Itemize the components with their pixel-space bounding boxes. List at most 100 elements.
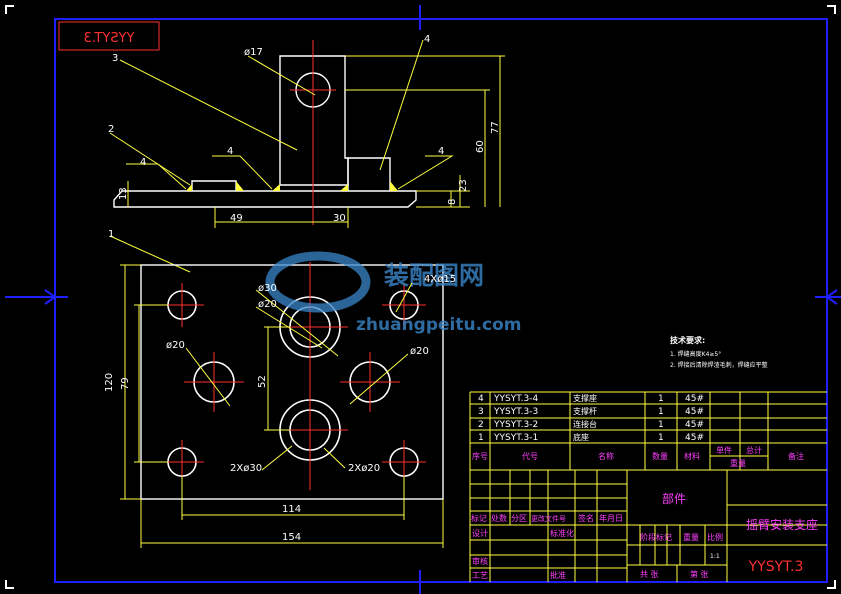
tb-mark-1: 处数 (491, 513, 507, 523)
dim-d20: ø20 (258, 299, 277, 310)
title-block-grid (469, 391, 827, 582)
watermark: 装配图网 zhuangpeitu.com (265, 251, 522, 335)
hdr-unit: 单件 (716, 445, 732, 455)
hdr-note: 备注 (788, 451, 804, 461)
parts-row: 2 YYSYT.3-2 连接台 1 45# (478, 419, 704, 430)
tb-drawing-name: 摇臂安装支座 (746, 517, 818, 532)
dim-154: 154 (282, 532, 301, 543)
tb-approve: 批准 (550, 570, 566, 580)
part-no: 1 (478, 433, 484, 443)
weld-4b: 4 (227, 146, 233, 157)
hdr-no: 序号 (472, 451, 488, 461)
tb-drawing-no: YYSYT.3 (748, 559, 804, 575)
part-qty: 1 (658, 420, 664, 430)
dim-77: 77 (490, 121, 501, 134)
tech-line1: 1. 焊缝高度K4≥5° (670, 350, 721, 358)
dim-2x30: 2Xø30 (230, 463, 262, 474)
tb-standard: 标准化 (550, 528, 574, 538)
tb-mark-3: 更改文件号 (531, 514, 566, 523)
hdr-code: 代号 (522, 451, 538, 461)
tech-requirements: 技术要求: 1. 焊缝高度K4≥5° 2. 焊接后清除焊渣毛刺，焊缝应平整 (670, 335, 768, 369)
parts-row: 4 YYSYT.3-4 支撑座 1 45# (478, 393, 704, 404)
tech-title: 技术要求: (670, 335, 705, 345)
front-centerlines (290, 40, 336, 225)
part-qty: 1 (658, 433, 664, 443)
weld-marks (186, 181, 398, 191)
dim-49: 49 (230, 213, 243, 224)
part-code: YYSYT.3-1 (493, 433, 538, 443)
base-plate (140, 264, 444, 500)
tb-mark-2: 分区 (511, 514, 527, 523)
dim-23: 23 (458, 179, 469, 192)
dim-4x15: 4Xø15 (424, 274, 456, 285)
front-view (113, 55, 417, 208)
front-labels: 3 2 4 1 ø17 49 30 4 4 4 (108, 34, 444, 240)
top-centerlines (160, 262, 426, 490)
parts-list: 4 YYSYT.3-4 支撑座 1 45# 3 YYSYT.3-3 支撑杆 1 … (478, 393, 704, 443)
part-mat: 45# (685, 407, 704, 417)
watermark-cn: 装配图网 (384, 261, 484, 290)
part-qty: 1 (658, 407, 664, 417)
hdr-mat: 材料 (684, 451, 700, 461)
part-mat: 45# (685, 420, 704, 430)
balloon-3: 3 (112, 53, 118, 64)
parts-row: 3 YYSYT.3-3 支撑杆 1 45# (478, 406, 704, 417)
dim-2x20: 2Xø20 (348, 463, 380, 474)
part-code: YYSYT.3-2 (493, 420, 538, 430)
part-name: 底座 (573, 432, 589, 442)
balloon-4: 4 (424, 34, 430, 45)
part-no: 4 (478, 394, 484, 404)
part-no: 2 (478, 420, 484, 430)
part-qty: 1 (658, 394, 664, 404)
dim-114: 114 (282, 504, 301, 515)
mirrored-stamp: YYSYT.3 (84, 31, 136, 46)
top-dim-lines (120, 264, 444, 548)
part-code: YYSYT.3-4 (493, 394, 538, 404)
parts-row: 1 YYSYT.3-1 底座 1 45# (478, 432, 704, 443)
weld-4c: 4 (438, 146, 444, 157)
dim-60: 60 (475, 140, 486, 153)
tb-total-sheets: 共 张 (640, 570, 659, 579)
part-mat: 45# (685, 394, 704, 404)
tb-check: 审核 (472, 556, 488, 566)
parts-header: 序号 代号 名称 数量 材料 单件 总计 重量 备注 (472, 445, 804, 468)
leaders (109, 39, 505, 273)
front-vertical-dims: 77 60 23 8 13 (118, 121, 501, 205)
centering-marks (5, 5, 841, 594)
part-name: 支撑座 (573, 393, 597, 403)
tb-assembly: 部件 (662, 491, 686, 506)
dim-d20-right: ø20 (410, 346, 429, 357)
drawing-border (54, 18, 828, 583)
tb-mark-0: 标记 (471, 513, 487, 523)
hdr-weight: 重量 (730, 458, 746, 468)
part-mat: 45# (685, 433, 704, 443)
part-no: 3 (478, 407, 484, 417)
balloon-1: 1 (108, 229, 114, 240)
tb-mark-4: 签名 (578, 513, 594, 523)
hdr-qty: 数量 (652, 451, 668, 461)
dim-120: 120 (104, 373, 115, 392)
part-name: 连接台 (573, 419, 597, 429)
part-name: 支撑杆 (573, 406, 597, 416)
dim-d17: ø17 (244, 47, 263, 58)
dim-8: 8 (447, 199, 458, 205)
tb-scale-value: 1:1 (710, 553, 720, 560)
tech-line2: 2. 焊接后清除焊渣毛刺，焊缝应平整 (670, 361, 768, 369)
hdr-name: 名称 (598, 451, 614, 461)
dim-13: 13 (118, 187, 129, 200)
title-block-labels: 标记 处数 分区 更改文件号 签名 年月日 设计 标准化 审核 工艺 批准 阶段… (471, 491, 818, 580)
tb-sheet-no: 第 张 (690, 569, 709, 579)
dim-52: 52 (257, 375, 268, 388)
weld-4a: 4 (140, 157, 146, 168)
tb-weight: 重量 (683, 532, 699, 542)
tb-process: 工艺 (472, 571, 488, 580)
tb-scale: 比例 (707, 532, 723, 542)
balloon-2: 2 (108, 124, 114, 135)
top-labels: 4Xø15 ø30 ø20 ø20 ø20 2Xø30 2Xø20 114 15… (104, 274, 456, 543)
dim-d20-left: ø20 (166, 340, 185, 351)
part-code: YYSYT.3-3 (493, 407, 538, 417)
hdr-total: 总计 (746, 445, 762, 455)
stamp-box (58, 21, 160, 51)
tb-design: 设计 (472, 528, 488, 538)
